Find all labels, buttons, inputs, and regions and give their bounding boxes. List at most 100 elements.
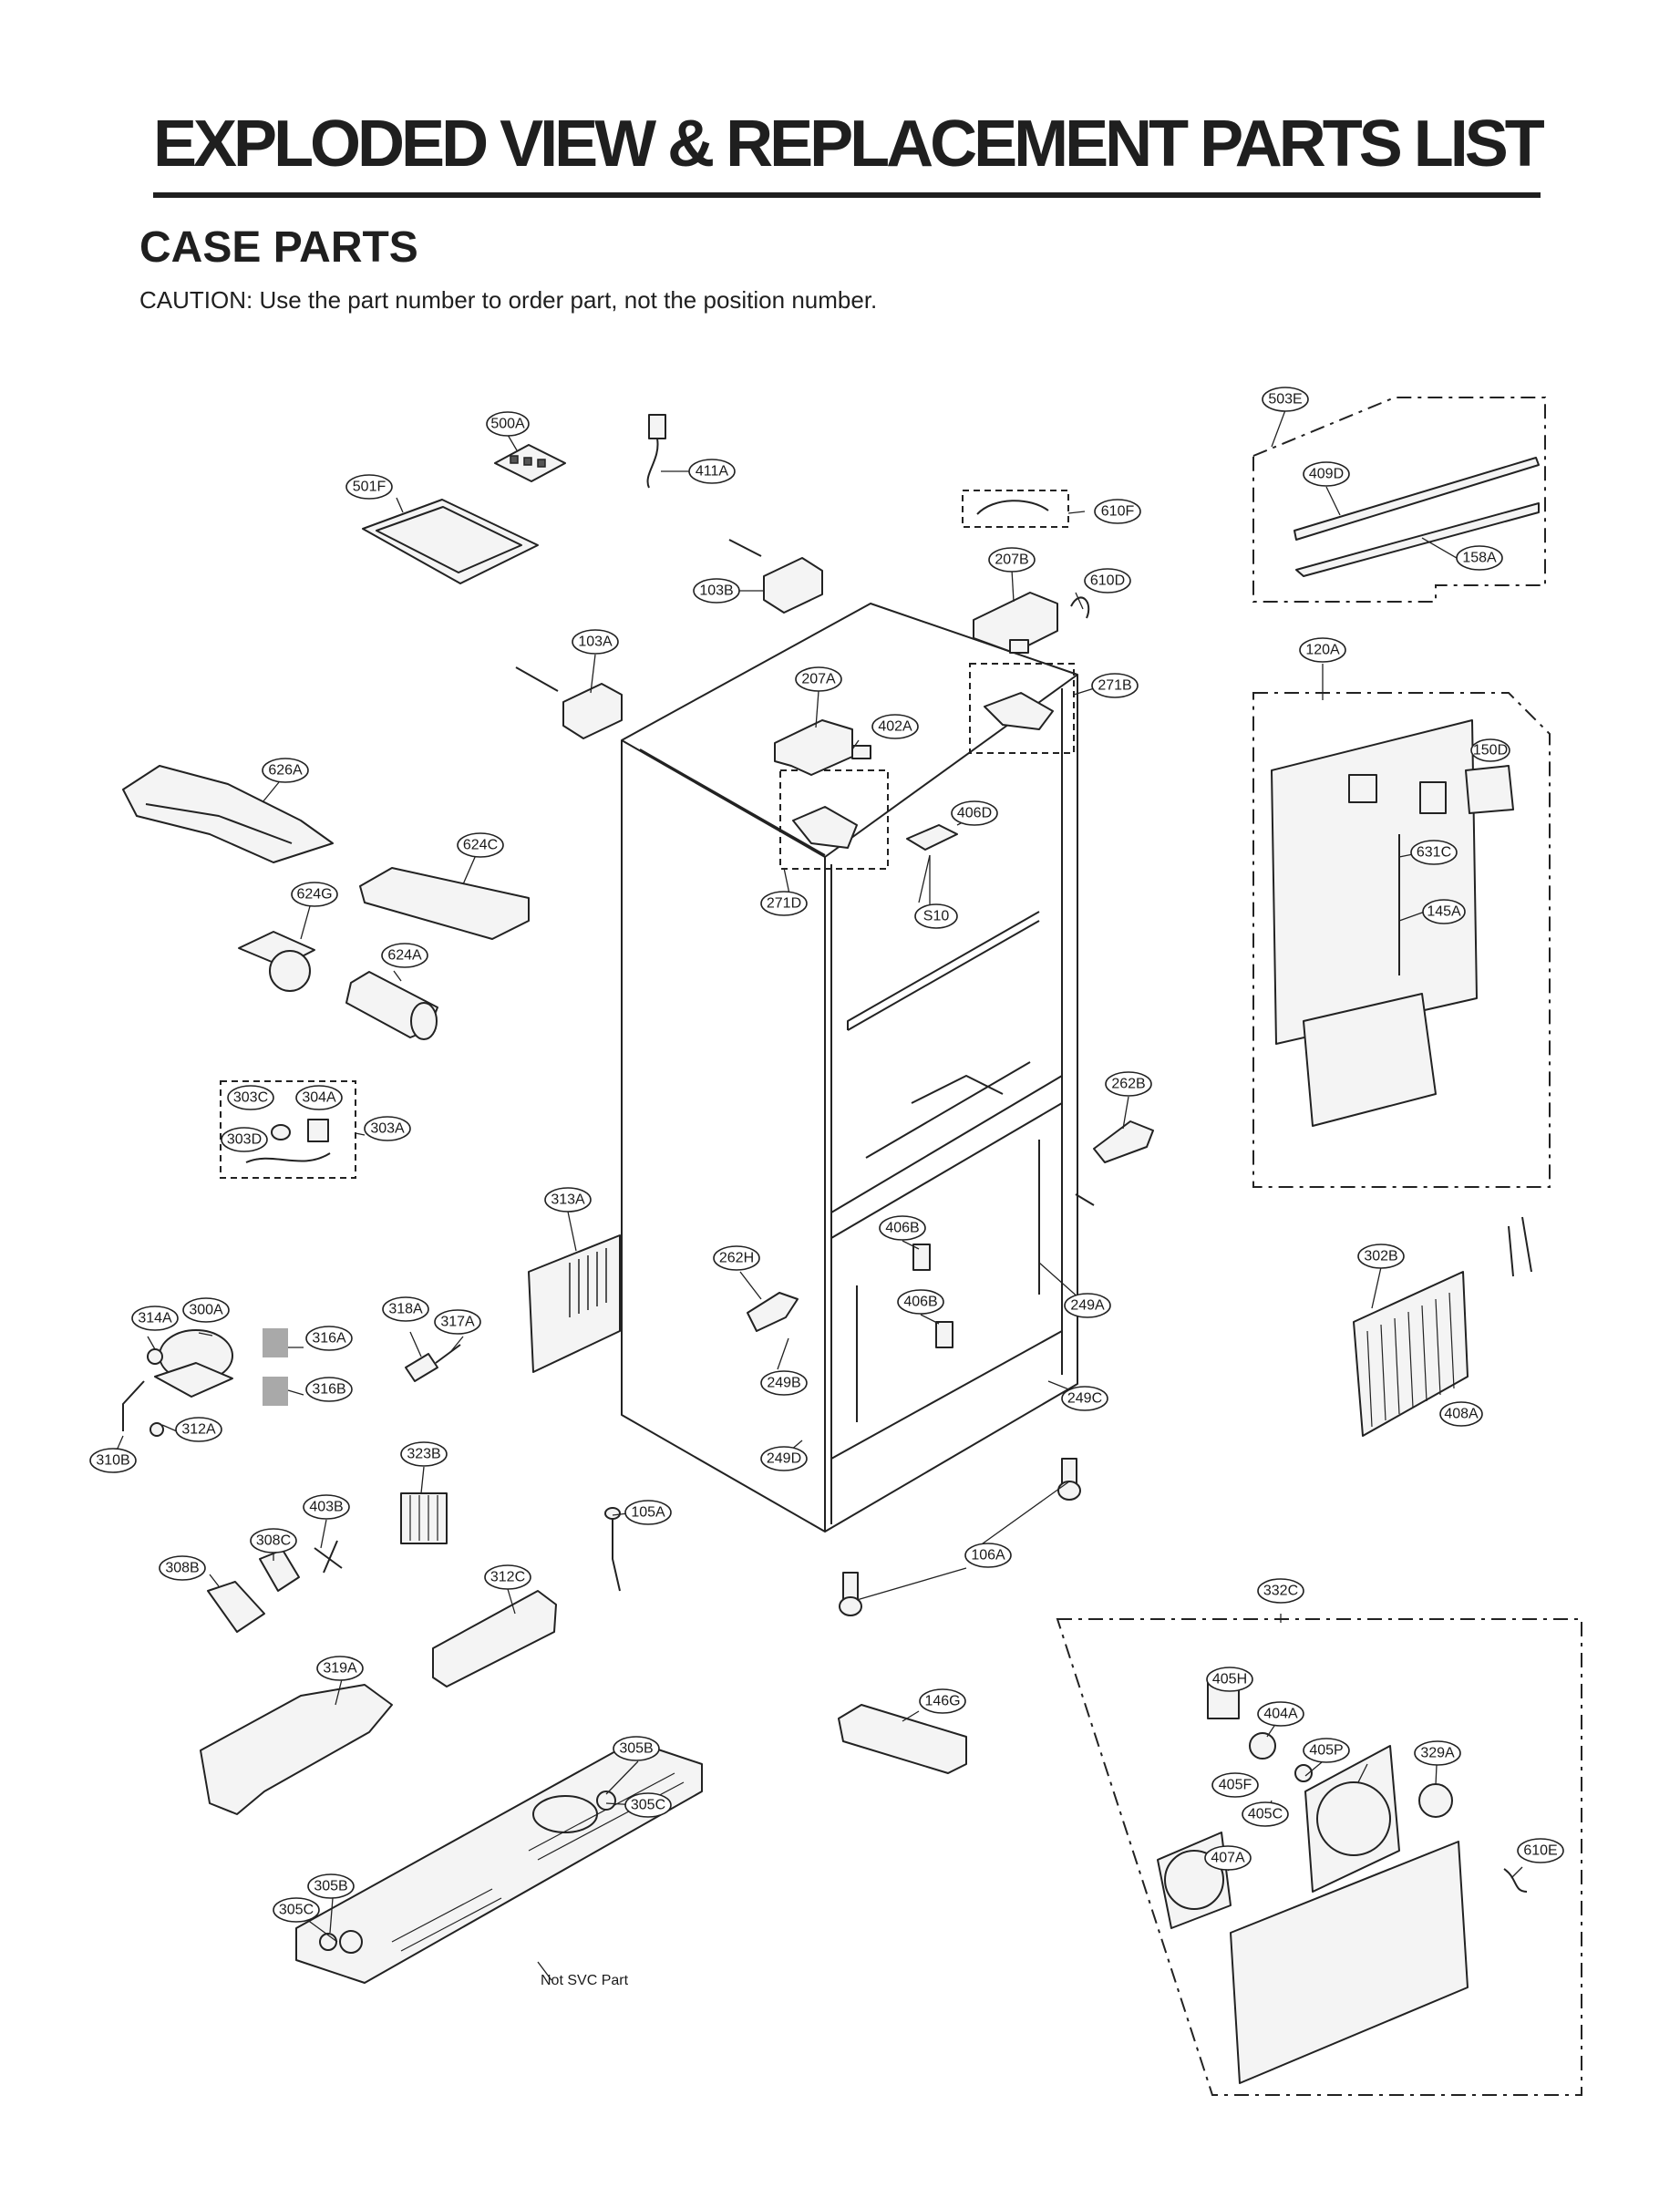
svg-text:317A: 317A: [440, 1315, 475, 1330]
svg-text:406B: 406B: [885, 1221, 919, 1236]
callout-249b: 249B: [760, 1370, 808, 1396]
svg-text:304A: 304A: [302, 1090, 336, 1106]
callout-106a: 106A: [964, 1543, 1012, 1568]
callout-312a: 312A: [175, 1417, 222, 1442]
callout-305b-upper: 305B: [613, 1736, 660, 1761]
svg-text:406D: 406D: [957, 806, 992, 821]
callout-158a: 158A: [1456, 545, 1503, 571]
callout-317a: 317A: [434, 1309, 481, 1335]
callout-207b: 207B: [988, 547, 1036, 573]
svg-text:103B: 103B: [699, 583, 733, 599]
callout-249a: 249A: [1064, 1293, 1111, 1318]
group-box-271d: [779, 769, 889, 870]
callout-302b: 302B: [1357, 1244, 1405, 1269]
svg-text:249D: 249D: [767, 1451, 801, 1467]
caution-note: CAUTION: Use the part number to order pa…: [139, 286, 878, 314]
callout-300a: 300A: [182, 1297, 230, 1323]
svg-text:406B: 406B: [903, 1295, 937, 1310]
svg-text:501F: 501F: [353, 480, 387, 495]
group-box-503e: [1252, 397, 1546, 603]
callout-314a: 314A: [131, 1306, 179, 1331]
svg-text:150D: 150D: [1473, 743, 1508, 759]
svg-text:310B: 310B: [96, 1453, 129, 1469]
svg-text:302B: 302B: [1364, 1249, 1397, 1264]
callout-103b: 103B: [693, 578, 740, 604]
not-svc-part-note: Not SVC Part: [541, 1973, 629, 1988]
parts-shapes: [122, 414, 1540, 2084]
svg-text:405H: 405H: [1212, 1672, 1247, 1687]
svg-text:332C: 332C: [1263, 1584, 1298, 1599]
svg-text:300A: 300A: [189, 1303, 223, 1318]
callout-405f: 405F: [1211, 1772, 1259, 1798]
svg-text:146G: 146G: [924, 1694, 960, 1709]
callout-626a: 626A: [262, 758, 309, 783]
svg-text:305C: 305C: [631, 1798, 665, 1813]
callout-303d: 303D: [221, 1127, 268, 1152]
svg-text:631C: 631C: [1417, 845, 1451, 861]
callout-610d: 610D: [1084, 568, 1131, 593]
callout-249c: 249C: [1061, 1386, 1108, 1411]
svg-text:305B: 305B: [619, 1741, 653, 1757]
callout-305c-lower: 305C: [273, 1897, 320, 1923]
callout-105a: 105A: [624, 1500, 672, 1525]
callout-s10: S10: [914, 903, 958, 929]
svg-text:305B: 305B: [314, 1879, 347, 1894]
callout-408a: 408A: [1439, 1401, 1483, 1427]
svg-text:407A: 407A: [1211, 1851, 1245, 1866]
svg-text:405F: 405F: [1219, 1778, 1252, 1793]
callout-323b: 323B: [400, 1441, 448, 1467]
callout-503e: 503E: [1262, 387, 1309, 412]
callout-624c: 624C: [457, 832, 504, 858]
callout-262b: 262B: [1105, 1071, 1152, 1097]
group-box-332c: [1056, 1618, 1582, 2096]
svg-text:318A: 318A: [388, 1302, 423, 1317]
svg-text:262H: 262H: [719, 1251, 754, 1266]
callout-308b: 308B: [159, 1555, 206, 1581]
svg-text:308C: 308C: [256, 1533, 291, 1549]
svg-text:319A: 319A: [323, 1661, 357, 1677]
callout-409d: 409D: [1303, 461, 1350, 487]
callout-312c: 312C: [484, 1564, 531, 1590]
svg-text:207B: 207B: [995, 552, 1028, 568]
callout-402a: 402A: [871, 714, 919, 739]
part-callouts: 500A 411A 501F 103B 610F 207B 610D 103A …: [89, 387, 1564, 1923]
svg-text:503E: 503E: [1268, 392, 1302, 408]
callout-411a: 411A: [688, 459, 736, 484]
callout-207a: 207A: [795, 666, 842, 692]
svg-text:305C: 305C: [279, 1903, 314, 1918]
callout-405p: 405P: [1303, 1738, 1350, 1763]
callout-303c: 303C: [227, 1085, 274, 1110]
svg-text:271D: 271D: [767, 896, 801, 912]
leader-lines: [112, 409, 1523, 1981]
svg-text:404A: 404A: [1263, 1707, 1298, 1722]
svg-text:610E: 610E: [1523, 1843, 1557, 1859]
svg-text:403B: 403B: [309, 1500, 343, 1515]
svg-text:312C: 312C: [490, 1570, 525, 1585]
group-box-610f: [962, 490, 1069, 528]
callout-610e: 610E: [1517, 1838, 1564, 1863]
callout-249d: 249D: [760, 1446, 808, 1471]
svg-text:624G: 624G: [296, 887, 332, 903]
svg-text:145A: 145A: [1427, 904, 1461, 920]
callout-407a: 407A: [1204, 1845, 1252, 1871]
callout-318a: 318A: [382, 1296, 429, 1322]
callout-271b: 271B: [1091, 673, 1139, 698]
callout-501f: 501F: [345, 474, 393, 500]
callout-313a: 313A: [544, 1187, 592, 1213]
svg-text:106A: 106A: [971, 1548, 1005, 1564]
svg-text:314A: 314A: [138, 1311, 172, 1326]
callout-120a: 120A: [1299, 637, 1346, 663]
svg-text:405P: 405P: [1309, 1743, 1343, 1759]
svg-text:303A: 303A: [370, 1121, 405, 1137]
callout-304a: 304A: [295, 1085, 343, 1110]
callout-319a: 319A: [316, 1656, 364, 1681]
callout-631c: 631C: [1410, 840, 1458, 865]
section-title: CASE PARTS: [139, 223, 418, 272]
callout-610f: 610F: [1094, 499, 1141, 524]
callout-305b-lower: 305B: [307, 1873, 355, 1899]
svg-text:158A: 158A: [1462, 551, 1497, 566]
callout-406d: 406D: [951, 800, 998, 826]
svg-text:120A: 120A: [1305, 643, 1340, 658]
svg-text:271B: 271B: [1098, 678, 1131, 694]
svg-text:303C: 303C: [233, 1090, 268, 1106]
